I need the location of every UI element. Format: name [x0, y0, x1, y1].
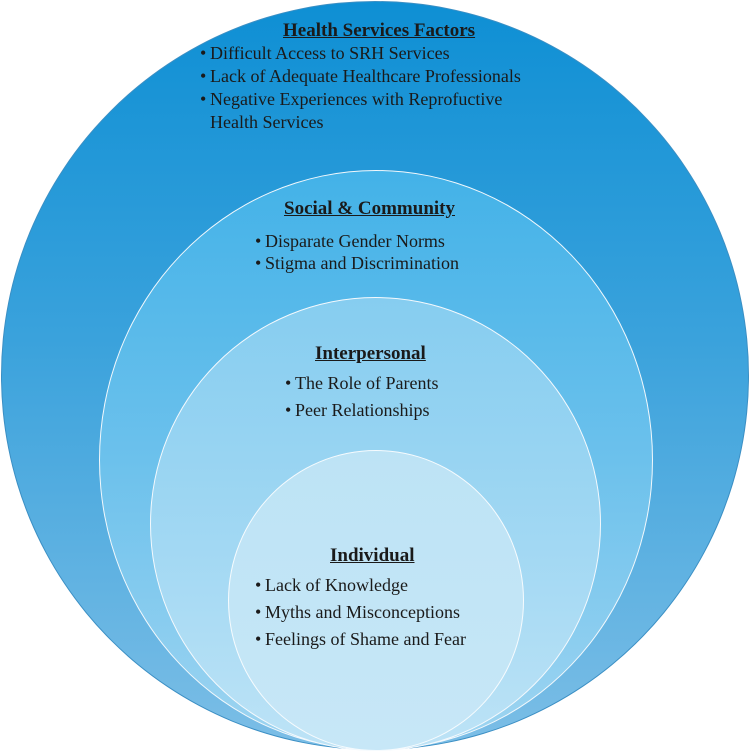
- health-services-block: Health Services Factors •Difficult Acces…: [200, 20, 521, 134]
- bullet-icon: •: [255, 602, 262, 622]
- bullet-icon: •: [285, 400, 292, 420]
- interpersonal-heading: Interpersonal: [315, 343, 426, 364]
- individual-block: Individual •Lack of Knowledge •Myths and…: [255, 545, 466, 653]
- bullet-icon: •: [285, 373, 292, 393]
- bullet-icon: •: [255, 231, 262, 251]
- social-community-heading: Social & Community: [284, 198, 455, 219]
- bullet-icon: •: [200, 89, 207, 109]
- interpersonal-list: •The Role of Parents •Peer Relationships: [285, 370, 438, 424]
- list-item: •Disparate Gender Norms: [255, 231, 445, 251]
- health-services-list: •Difficult Access to SRH Services •Lack …: [200, 42, 521, 134]
- social-community-block: Social & Community •Disparate Gender Nor…: [255, 198, 459, 274]
- individual-heading: Individual: [330, 545, 415, 566]
- bullet-icon: •: [255, 575, 262, 595]
- list-item: •Difficult Access to SRH Services: [200, 43, 450, 63]
- list-item: •Myths and Misconceptions: [255, 599, 466, 626]
- list-item-continuation: Health Services: [210, 112, 324, 132]
- list-item: •Lack of Knowledge: [255, 572, 466, 599]
- bullet-icon: •: [200, 66, 207, 86]
- bullet-icon: •: [255, 629, 262, 649]
- individual-circle: [228, 450, 524, 751]
- list-item: •The Role of Parents: [285, 370, 438, 397]
- bullet-icon: •: [255, 253, 262, 273]
- social-community-list: •Disparate Gender Norms •Stigma and Disc…: [255, 230, 459, 274]
- individual-list: •Lack of Knowledge •Myths and Misconcept…: [255, 572, 466, 653]
- list-item: •Lack of Adequate Healthcare Professiona…: [200, 66, 521, 86]
- list-item: •Feelings of Shame and Fear: [255, 626, 466, 653]
- interpersonal-block: Interpersonal •The Role of Parents •Peer…: [285, 343, 438, 424]
- list-item: •Peer Relationships: [285, 397, 438, 424]
- list-item: •Negative Experiences with Reprofuctive: [200, 89, 503, 109]
- bullet-icon: •: [200, 43, 207, 63]
- list-item: •Stigma and Discrimination: [255, 253, 459, 273]
- health-services-heading: Health Services Factors: [283, 20, 476, 41]
